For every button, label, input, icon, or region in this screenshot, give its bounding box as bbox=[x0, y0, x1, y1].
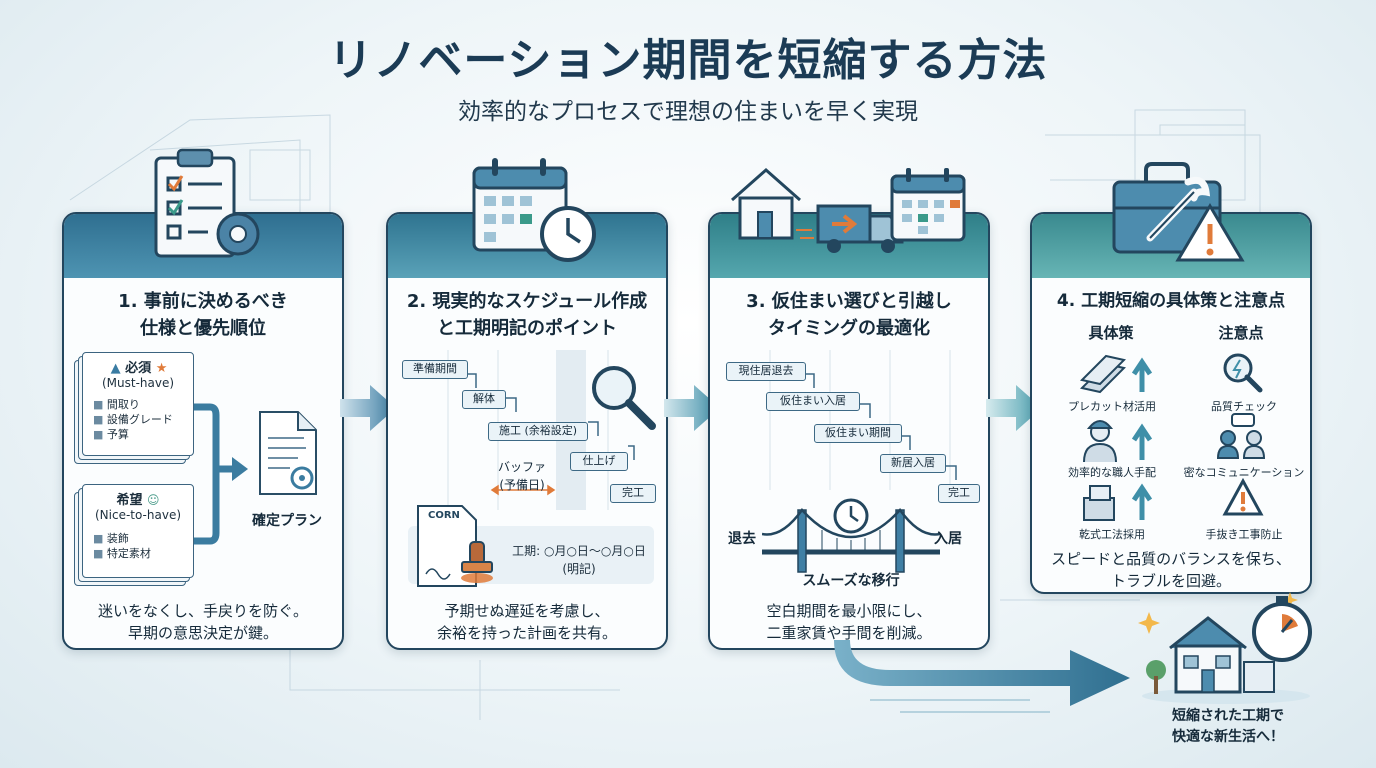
contract-period: 工期: ○月○日〜○月○日(明記) bbox=[512, 544, 646, 576]
card-title: 3. 仮住まい選びと引越しタイミングの最適化 bbox=[746, 291, 952, 339]
merge-arrow-icon bbox=[194, 403, 248, 545]
star-icon: ★ bbox=[155, 361, 168, 376]
list-item: ■ 予算 bbox=[93, 428, 129, 441]
card-footer: 迷いをなくし、手戻りを防ぐ。早期の意思決定が鍵。 bbox=[97, 602, 308, 642]
measure-item: 乾式工法採用 bbox=[1079, 528, 1145, 541]
worker-icon bbox=[1083, 420, 1153, 463]
house-stopwatch-icon bbox=[1138, 592, 1312, 704]
card-title: 1. 事前に決めるべき仕様と優先順位 bbox=[118, 291, 288, 339]
timeline-bar: 完工 bbox=[938, 484, 980, 503]
gantt-bar: 仕上げ bbox=[570, 452, 628, 471]
caution-item: 密なコミュニケーション bbox=[1183, 466, 1305, 479]
page-title: リノベーション期間を短縮する方法 bbox=[328, 35, 1048, 86]
precut-lumber-icon bbox=[1080, 354, 1153, 394]
step-card-1: 1. 事前に決めるべき仕様と優先順位 ▲ 必須 ★ (Must-have) ■ … bbox=[62, 212, 344, 650]
calendar-clock-icon bbox=[472, 158, 596, 262]
timeline-bar: 新居入居 bbox=[880, 454, 946, 473]
bridge-left-label: 退去 bbox=[728, 531, 756, 547]
card-footer: スピードと品質のバランスを保ち、トラブルを回避。 bbox=[1051, 550, 1291, 590]
document-label: CORN bbox=[428, 510, 460, 521]
step-card-3: 3. 仮住まい選びと引越しタイミングの最適化 現住居退去 仮住まい入居 仮住まい… bbox=[708, 212, 990, 650]
quality-check-icon bbox=[1223, 353, 1263, 393]
must-have-sub: (Must-have) bbox=[101, 376, 175, 390]
list-item: ■ 装飾 bbox=[93, 532, 129, 545]
clipboard-checklist-icon bbox=[154, 148, 260, 258]
goal-message: 短縮された工期で快適な新生活へ！ bbox=[1172, 708, 1284, 745]
caution-item: 手抜き工事防止 bbox=[1205, 528, 1283, 541]
card-title: 2. 現実的なスケジュール作成と工期明記のポイント bbox=[406, 291, 648, 339]
result-label: 確定プラン bbox=[252, 513, 322, 529]
card-footer: 空白期間を最小限にし、二重家賃や手間を削減。 bbox=[766, 602, 932, 642]
document-gear-icon bbox=[259, 411, 317, 495]
bridge-icon bbox=[762, 498, 940, 573]
timeline-bar: 仮住まい期間 bbox=[814, 424, 902, 443]
warning-icon bbox=[1222, 478, 1264, 516]
step-card-2: 2. 現実的なスケジュール作成と工期明記のポイント 準備期間 解体 施工 (余裕… bbox=[386, 212, 668, 650]
gantt-bar: 施工 (余裕設定) bbox=[488, 422, 588, 441]
dry-construction-icon bbox=[1083, 483, 1153, 521]
list-item: ■ 特定素材 bbox=[93, 547, 151, 560]
gantt-bar: 準備期間 bbox=[402, 360, 468, 379]
buffer-label: バッファ(予備日) bbox=[497, 460, 546, 492]
page-subtitle: 効率的なプロセスで理想の住まいを早く実現 bbox=[458, 99, 918, 125]
flow-arrow-icon bbox=[986, 385, 1042, 431]
measure-item: 効率的な職人手配 bbox=[1068, 466, 1156, 479]
step-card-4: 4. 工期短縮の具体策と注意点 具体策 注意点 プレカット材活用 効率的な職人手… bbox=[1030, 212, 1312, 594]
must-have-label: 必須 bbox=[125, 361, 152, 376]
magnifier-icon bbox=[592, 366, 656, 430]
must-have-box: ▲ 必須 ★ (Must-have) ■ 間取り ■ 設備グレード ■ 予算 bbox=[82, 352, 194, 456]
toolbox-wrench-icon bbox=[1112, 162, 1245, 262]
communication-icon bbox=[1216, 413, 1266, 459]
list-item: ■ 設備グレード bbox=[93, 413, 173, 426]
nice-to-have-sub: (Nice-to-have) bbox=[94, 508, 182, 522]
column-heading-measures: 具体策 bbox=[1088, 324, 1134, 342]
gantt-bar: 解体 bbox=[462, 390, 506, 409]
nice-to-have-box: 希望 ☺ (Nice-to-have) ■ 装飾 ■ 特定素材 bbox=[82, 484, 194, 578]
nice-to-have-label: 希望 bbox=[116, 493, 143, 508]
contract-stamp-icon bbox=[417, 505, 493, 587]
gantt-bar: 完工 bbox=[610, 484, 656, 503]
arrow-up-icon: ▲ bbox=[110, 361, 121, 376]
bridge-right-label: 入居 bbox=[934, 531, 962, 547]
measure-item: プレカット材活用 bbox=[1068, 400, 1156, 413]
flow-arrow-icon bbox=[340, 385, 396, 431]
house-truck-calendar-icon bbox=[731, 167, 966, 253]
timeline-bar: 現住居退去 bbox=[726, 362, 806, 381]
timeline-bar: 仮住まい入居 bbox=[766, 392, 860, 411]
card-title: 4. 工期短縮の具体策と注意点 bbox=[1056, 291, 1286, 311]
caution-item: 品質チェック bbox=[1211, 400, 1277, 413]
list-item: ■ 間取り bbox=[93, 398, 140, 411]
smile-icon: ☺ bbox=[147, 493, 160, 507]
bridge-caption: スムーズな移行 bbox=[802, 573, 900, 589]
flow-arrow-icon bbox=[664, 385, 720, 431]
card-footer: 予期せぬ遅延を考慮し、余裕を持った計画を共有。 bbox=[436, 602, 617, 642]
column-heading-cautions: 注意点 bbox=[1218, 324, 1264, 342]
goal-arrow-icon bbox=[834, 640, 1130, 713]
